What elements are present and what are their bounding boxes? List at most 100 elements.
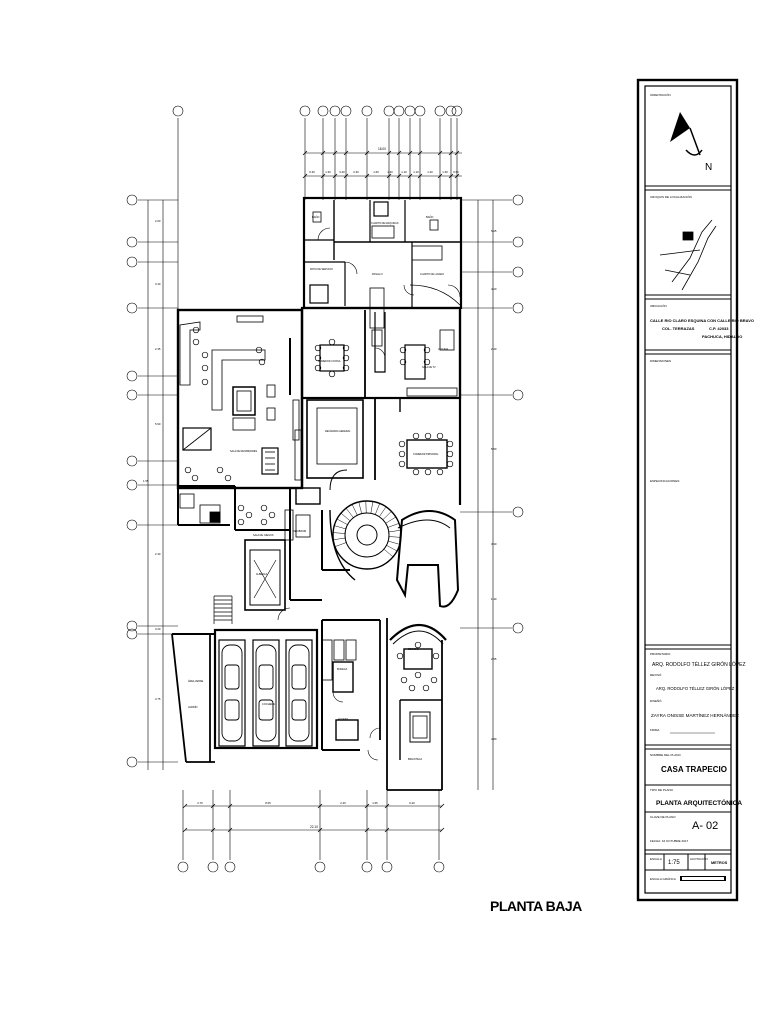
diseno-value: ZAYRA ONISSE MARTÍNEZ HERNÁNDEZ [651, 712, 739, 718]
nombre-value: CASA TRAPECIO [661, 765, 727, 774]
axis-bubble-left [126, 194, 138, 206]
axis-bubble-left [126, 479, 138, 491]
drawing-caption: PLANTA BAJA [490, 898, 582, 914]
room-jardin: JARDÍN [188, 705, 197, 709]
room-recibidor: RECIBIDOR [293, 530, 307, 533]
dim-right-1: 4.20 [491, 287, 497, 291]
dim-top-6: 1.10 [401, 170, 407, 174]
chair [423, 346, 431, 354]
dim-left-0: 2.60 [155, 219, 161, 223]
room-acceso: ACCESO [338, 718, 348, 721]
stair-tread [388, 540, 400, 545]
axis-bubble-top [451, 105, 463, 117]
dim-tick [343, 150, 349, 156]
dim-right-4: 3.30 [491, 542, 497, 546]
tipo-label: TIPO DE PLANO [650, 788, 674, 792]
chair [258, 358, 266, 366]
dim-bottom-3: 1.65 [372, 801, 378, 805]
dim-tick [227, 827, 233, 833]
axis-bubble-bottom [433, 861, 445, 873]
dim-bottom-2: 2.40 [340, 801, 346, 805]
dim-left-3: 5.90 [155, 422, 161, 426]
dim-top-2: 3.40 [339, 170, 345, 174]
dim-top-4: 1.60 [373, 170, 379, 174]
room-estudio: ESTUDIO [408, 648, 419, 651]
room-bano-1: BAÑO [312, 214, 319, 219]
walls [171, 196, 463, 791]
dim-tick [364, 150, 370, 156]
dim-tick [343, 173, 349, 179]
room-cocina: COCINA [438, 347, 448, 351]
room-area-verde: ÁREA VERDE [188, 680, 204, 683]
axis-bubble-left [126, 756, 138, 768]
axis-bubble-top [404, 105, 416, 117]
chair [255, 346, 263, 354]
chair [191, 474, 199, 482]
stair-tread [383, 548, 394, 558]
stair-tread [334, 542, 347, 547]
orientacion-label: ORIENTACIÓN [650, 92, 671, 97]
dim-left-5: 2.30 [155, 552, 161, 556]
chair [201, 378, 209, 386]
location-sketch-icon [659, 219, 717, 291]
dim-tick [454, 173, 460, 179]
ubicacion-label: UBICACIÓN [650, 303, 667, 308]
dim-tick [454, 150, 460, 156]
dim-top-10: 0.60 [453, 170, 459, 174]
dim-top-0: 0.30 [309, 170, 315, 174]
car-windshield [224, 664, 240, 690]
car-windshield [258, 664, 274, 690]
dim-right-2: 2.40 [491, 347, 497, 351]
dim-left-1: 3.40 [155, 282, 161, 286]
dim-tick [437, 150, 443, 156]
room-bodega: BODEGA [337, 668, 348, 671]
chair [224, 474, 232, 482]
escala-grafica-label: ESCALA GRÁFICA [650, 877, 676, 881]
axis-bubble-top [317, 105, 329, 117]
chair [237, 504, 245, 512]
chair [399, 346, 407, 354]
dim-tick [384, 827, 390, 833]
car-roof [258, 699, 274, 721]
chair [446, 440, 454, 448]
axis-bubble-right [512, 302, 524, 314]
parking-bay [252, 639, 280, 747]
dim-tick [182, 827, 188, 833]
dim-tick [364, 803, 370, 809]
room-recamara: RECÁMARA GENERAL [325, 430, 351, 433]
dim-left-2: 2.35 [155, 347, 161, 351]
room-patio: PATIO DE SERVICIO [310, 268, 333, 271]
chair [184, 466, 192, 474]
axis-bubble-top [172, 105, 184, 117]
dim-tick [448, 173, 454, 179]
chair [430, 676, 438, 684]
chair [432, 652, 440, 660]
car-roof [224, 699, 240, 721]
entry-steps [213, 595, 233, 624]
chair [446, 450, 454, 458]
room-bano-2: BAÑO [426, 214, 433, 219]
doors [277, 227, 461, 761]
diseno-label: DISEÑÓ [650, 698, 662, 703]
dim-bottom-1: 8.05 [265, 801, 271, 805]
address-line-2: COL. TERRAZAS [662, 326, 695, 331]
chair [398, 460, 406, 468]
stair-tread [333, 532, 346, 534]
croquis-label: CROQUIS DE LOCALIZACIÓN [650, 194, 692, 199]
room-sala-recibidores: SALA DE RECIBIDORES [230, 450, 258, 453]
propietario-label: PROPIETARIO [650, 652, 671, 656]
dim-top-total: 18.00 [378, 147, 386, 151]
tipo-value: PLANTA ARQUITECTÓNICA [656, 798, 742, 807]
axis-bubble-right [512, 506, 524, 518]
chair [192, 338, 200, 346]
axis-bubble-top [329, 105, 341, 117]
escala-value: 1:75 [668, 860, 680, 866]
parking-bay [218, 639, 246, 747]
room-cuarto-maquinas: CUARTO DE MAQUINAS [371, 222, 399, 225]
dim-left-7: 3.75 [155, 697, 161, 701]
stair-tread [336, 518, 348, 525]
axis-bubble-left [126, 370, 138, 382]
chair [414, 671, 422, 679]
axis-bubble-left [126, 519, 138, 531]
